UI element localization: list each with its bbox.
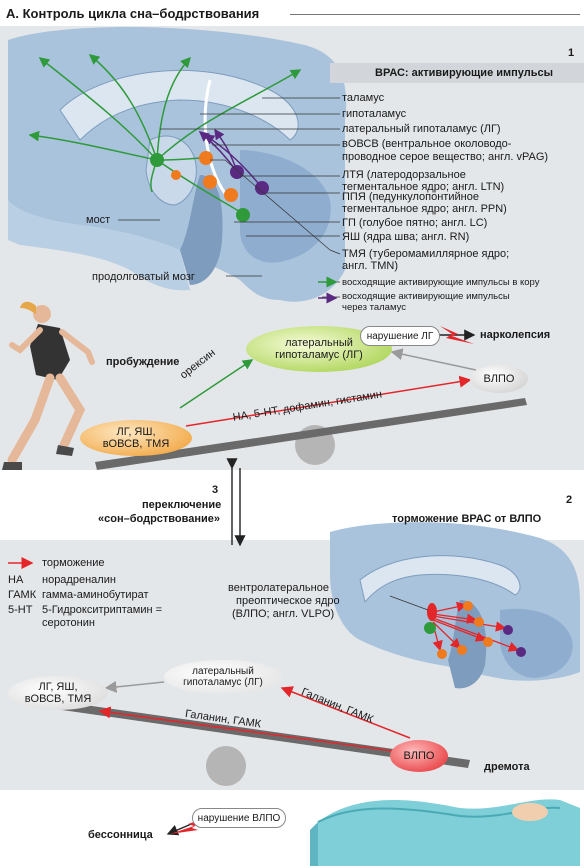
label-narcolepsy: нарколепсия (480, 329, 551, 341)
legend-purple-text-1: восходящие активирующие импульсы (342, 291, 510, 302)
legend-purple-text-2: через таламус (342, 302, 406, 313)
label-medulla: продолговатый мозг (92, 271, 195, 283)
lightning-narcolepsy (440, 326, 474, 344)
node-vlpo-wake-text: ВЛПО (483, 373, 515, 385)
label-vovs-1: вОВСВ (вентральное околоводо- (342, 138, 512, 150)
runner-illustration (2, 301, 95, 470)
node-lg-sleep-line1: латеральный (192, 666, 254, 677)
legend-na-abbr: НА (8, 574, 24, 586)
panel2-title: торможение ВРАС от ВЛПО (392, 513, 542, 525)
wake-arrow-red (185, 375, 472, 427)
label-ltya-1: ЛТЯ (латеродорзальное (342, 169, 466, 181)
node-vlpo-sleep-text: ВЛПО (403, 750, 435, 762)
label-vovs-2: проводное серое вещество; англ. vPAG) (342, 151, 549, 163)
label-ppya-1: ППЯ (педункулопонтийное (342, 191, 479, 203)
lg-to-nuclei-grey-arrow (104, 680, 165, 693)
orexin-arrow (179, 359, 254, 409)
label-tmya-1: ТМЯ (туберомамиллярное ядро; (342, 248, 510, 260)
nucleus-dot-b3 (503, 625, 513, 635)
node-nuclei-sleep-line1: ЛГ, ЯШ, (38, 681, 78, 693)
switch-number: 3 (212, 484, 219, 496)
nucleus-ltn-dot (230, 165, 244, 179)
label-hypothalamus: гипоталамус (342, 108, 407, 120)
sleep-arrow-lower (98, 706, 401, 753)
node-lg-wake-line1: латеральный (285, 337, 353, 349)
seesaw-wake (95, 398, 527, 470)
panel2-number: 2 (566, 494, 573, 506)
brain-illustration-top (8, 26, 347, 302)
label-yash: ЯШ (ядра шва; англ. RN) (342, 231, 470, 243)
nucleus-lg-dot (150, 153, 164, 167)
legend-green-text: восходящие активирующие импульсы в кору (342, 277, 540, 288)
label-awakening: пробуждение (106, 356, 180, 368)
nucleus-extra-dot (171, 170, 181, 180)
lg-nucleus-dot-bottom (424, 622, 436, 634)
label-tmya-2: англ. TMN) (342, 260, 398, 272)
header-rule (290, 14, 580, 15)
node-nuclei-wake-line1: ЛГ, ЯШ, (116, 426, 156, 438)
leader-lines-top (118, 97, 341, 298)
box-vlpo-disorder-text: нарушение ВЛПО (197, 812, 281, 824)
switch-double-arrow (226, 458, 246, 547)
nucleus-vpag-dot (203, 175, 217, 189)
box-lg-disorder: нарушение ЛГ (360, 326, 440, 346)
vlpo-label-2: преоптическое ядро (236, 595, 340, 607)
legend-gaba-text: гамма-аминобутират (42, 589, 149, 601)
nucleus-dot-b5 (483, 637, 493, 647)
seesaw-sleep (34, 698, 470, 786)
sleep-arrow-upper (280, 686, 411, 739)
vlpo-leader-line (389, 595, 429, 611)
vlpo-nucleus-dot (427, 603, 437, 621)
node-vlpo-sleep: ВЛПО (390, 740, 448, 772)
vlpo-inhibition-arrows (432, 601, 520, 652)
legend-ht-text-1: 5-Гидрокситриптамин = (42, 604, 163, 616)
sleeper-illustration (310, 799, 580, 866)
nucleus-dot-b2 (474, 617, 484, 627)
brain-illustration-bottom (330, 522, 580, 689)
label-gp: ГП (голубое пятно; англ. LC) (342, 217, 488, 229)
node-nuclei-sleep-line2: вОВСВ, ТМЯ (24, 693, 92, 705)
node-vlpo-wake: ВЛПО (470, 365, 528, 393)
label-ppya-2: тегментальное ядро; англ. PPN) (342, 203, 507, 215)
header: А. Контроль цикла сна–бодрствования (0, 4, 584, 24)
label-most: мост (86, 214, 111, 226)
label-lateral-hypothalamus: латеральный гипоталамус (ЛГ) (342, 123, 501, 135)
panel1-title: ВРАС: активирующие импульсы (375, 67, 554, 79)
nucleus-dot-b1 (463, 601, 473, 611)
switch-line1: переключение (142, 499, 222, 511)
nucleus-dot-b7 (437, 649, 447, 659)
nucleus-lc-dot (224, 188, 238, 202)
box-lg-disorder-text: нарушение ЛГ (366, 330, 434, 342)
switch-line2: «сон–бодрствование» (98, 513, 221, 525)
legend-na-text: норадреналин (42, 574, 116, 586)
legend-ht-abbr: 5-НТ (8, 604, 33, 616)
vlpo-label-3: (ВЛПО; англ. VLPO) (232, 608, 335, 620)
label-insomnia: бессонница (88, 829, 153, 841)
label-drowsiness: дремота (484, 761, 530, 773)
legend-inhibition-text: торможение (42, 557, 105, 569)
node-nuclei-sleep: ЛГ, ЯШ,вОВСВ, ТМЯ (8, 676, 108, 710)
nucleus-dot-b6 (457, 645, 467, 655)
node-lg-sleep-line2: гипоталамус (ЛГ) (183, 677, 263, 688)
nucleus-rn-dot (236, 208, 250, 222)
label-ltya-2: тегментальное ядро; англ. LTN) (342, 181, 505, 193)
header-title: А. Контроль цикла сна–бодрствования (6, 6, 260, 21)
label-thalamus: таламус (342, 92, 385, 104)
legend-gaba-abbr: ГАМК (8, 589, 37, 601)
box-vlpo-disorder: нарушение ВЛПО (192, 808, 286, 828)
node-nuclei-wake-line2: вОВСВ, ТМЯ (102, 438, 170, 450)
nucleus-ppn-dot (255, 181, 269, 195)
node-nuclei-wake: ЛГ, ЯШ,вОВСВ, ТМЯ (80, 420, 192, 456)
legend-ht-text-2: серотонин (42, 617, 95, 629)
vlpo-to-lg-arrow-top (390, 348, 477, 371)
panel1-title-band (330, 63, 584, 83)
nucleus-tmn-dot (199, 151, 213, 165)
nucleus-dot-b4 (516, 647, 526, 657)
vlpo-label-1: вентролатеральное (228, 582, 329, 594)
panel1-number: 1 (568, 47, 575, 59)
node-lg-wake-line2: гипоталамус (ЛГ) (275, 349, 363, 361)
